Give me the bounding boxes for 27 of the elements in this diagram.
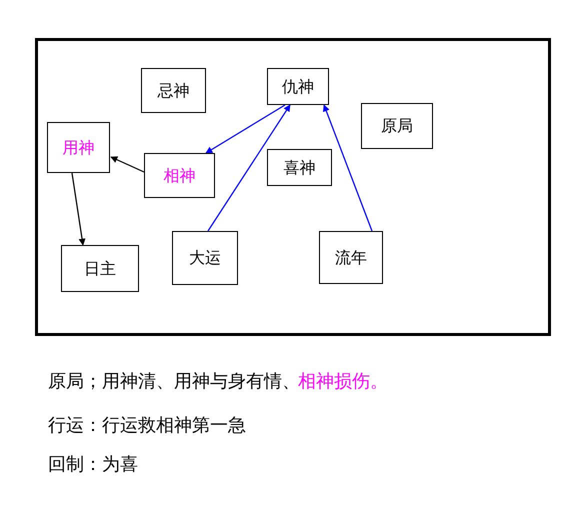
arrow xyxy=(110,156,144,173)
note-text: 相神损伤。 xyxy=(298,373,388,391)
term-label: 大运 xyxy=(189,250,221,266)
term-box xyxy=(61,245,139,292)
term-label: 流年 xyxy=(335,250,367,266)
frame-box xyxy=(35,38,551,336)
arrow xyxy=(208,104,290,232)
term-label: 日主 xyxy=(84,260,116,276)
note-text: 行运：行运救相神第一急 xyxy=(48,417,246,435)
term-box xyxy=(141,68,206,113)
arrow xyxy=(71,172,86,246)
term-label: 相神 xyxy=(164,168,196,184)
term-box xyxy=(144,153,215,198)
arrow xyxy=(322,104,373,232)
term-box xyxy=(267,68,329,105)
term-label: 喜神 xyxy=(284,160,316,176)
term-box xyxy=(172,231,238,285)
term-box xyxy=(361,103,433,149)
note-text: 回制：为喜 xyxy=(48,456,138,474)
term-label: 原局 xyxy=(381,118,413,134)
term-box xyxy=(47,122,110,173)
term-label: 仇神 xyxy=(282,78,314,94)
term-label: 忌神 xyxy=(158,82,190,98)
term-label: 用神 xyxy=(62,140,94,156)
arrow xyxy=(205,104,286,154)
term-box xyxy=(267,149,332,186)
term-box xyxy=(319,231,383,284)
